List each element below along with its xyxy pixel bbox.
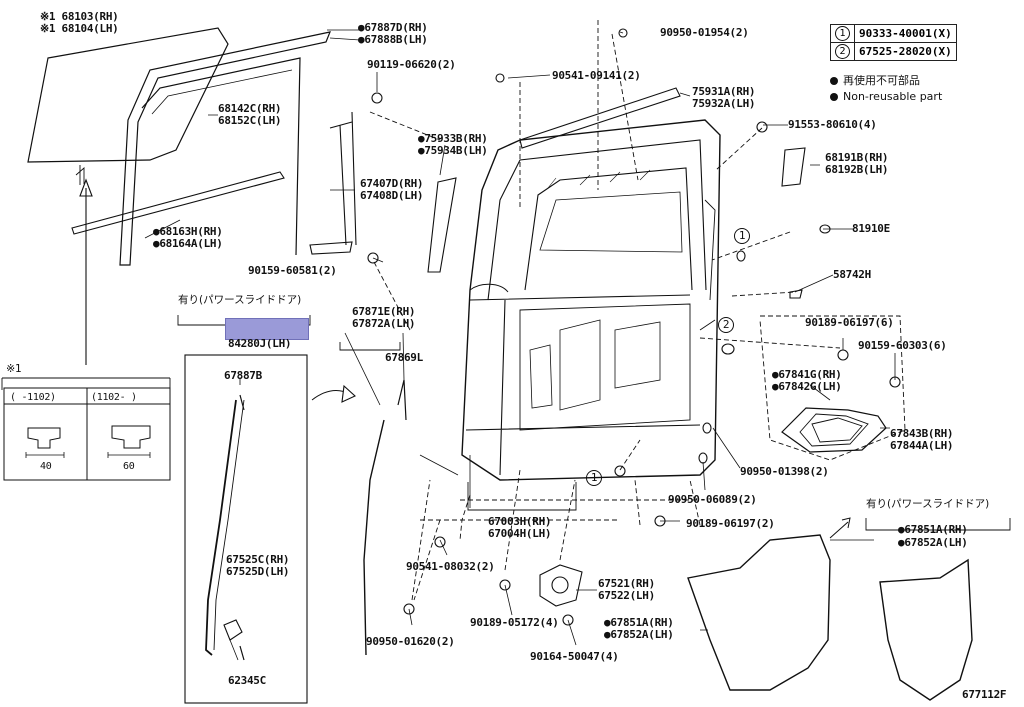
label-67887d: ●67887D(RH)	[358, 21, 428, 34]
label-90159-60581: 90159-60581(2)	[248, 264, 337, 277]
belt-moulding-shape	[71, 171, 285, 235]
callout-1-bottom: 1	[586, 470, 602, 486]
inset-col1: ( -1102)	[10, 392, 56, 403]
legend-table: 1 90333-40001(X) 2 67525-28020(X)	[830, 24, 957, 61]
glass-run-shape	[119, 31, 331, 266]
label-67888b: ●67888B(LH)	[358, 33, 428, 46]
door-trim-right-shape	[879, 558, 973, 701]
nonreusable-en-text: Non-reusable part	[843, 90, 943, 103]
figure-code: 677112F	[962, 688, 1007, 701]
label-67525d: 67525D(LH)	[226, 565, 290, 578]
label-68142c: 68142C(RH)	[218, 102, 282, 115]
label-67525c: 67525C(RH)	[226, 553, 290, 566]
bullet-icon	[830, 77, 838, 85]
label-68192b: 68192B(LH)	[825, 163, 889, 176]
legend-row: 1 90333-40001(X)	[830, 24, 957, 43]
label-67522: 67522(LH)	[598, 589, 655, 602]
label-90189-06197-2: 90189-06197(2)	[686, 517, 775, 530]
door-panel-shape	[461, 119, 721, 481]
label-90950-01620: 90950-01620(2)	[366, 635, 455, 648]
callout-2: 2	[718, 317, 734, 333]
label-67869l: 67869L	[385, 351, 423, 364]
label-90159-60303: 90159-60303(6)	[858, 339, 947, 352]
label-67407d: 67407D(RH)	[360, 177, 424, 190]
label-90950-01398: 90950-01398(2)	[740, 465, 829, 478]
label-67852a-right: ●67852A(LH)	[898, 536, 968, 549]
legend-mark-1: 1	[835, 26, 850, 41]
label-67872a: 67872A(LH)	[352, 317, 416, 330]
label-68152c: 68152C(LH)	[218, 114, 282, 127]
label-75934b: ●75934B(LH)	[418, 144, 488, 157]
label-68163h: ●68163H(RH)	[153, 225, 223, 238]
label-67871e: 67871E(RH)	[352, 305, 416, 318]
label-67521: 67521(RH)	[598, 577, 655, 590]
label-67844a: 67844A(LH)	[890, 439, 954, 452]
inset-dim-40: 40	[40, 461, 52, 472]
label-67003h: 67003H(RH)	[488, 515, 552, 528]
nonreusable-jp-text: 再使用不可部品	[843, 74, 920, 87]
label-90189-06197-6: 90189-06197(6)	[805, 316, 894, 329]
label-68103: ※1 68103(RH)	[40, 10, 119, 23]
label-power-slide-door-2: 有り(パワースライドドア)	[866, 498, 990, 510]
label-67851a-right: ●67851A(RH)	[898, 523, 968, 536]
inset-dim-60: 60	[123, 461, 135, 472]
label-67841g: ●67841G(RH)	[772, 368, 842, 381]
label-90189-05172: 90189-05172(4)	[470, 616, 559, 629]
label-67851a-left: ●67851A(RH)	[604, 616, 674, 629]
label-68164a: ●68164A(LH)	[153, 237, 223, 250]
label-81910e: 81910E	[852, 222, 890, 235]
label-58742h: 58742H	[833, 268, 871, 281]
door-glass-shape	[27, 27, 229, 163]
nonreusable-note-jp: 再使用不可部品	[830, 74, 920, 87]
inset-title: ※1	[6, 362, 22, 375]
label-90541-09141: 90541-09141(2)	[552, 69, 641, 82]
label-67852a-left: ●67852A(LH)	[604, 628, 674, 641]
label-90164-50047: 90164-50047(4)	[530, 650, 619, 663]
variant-box	[184, 354, 308, 704]
label-68104: ※1 68104(LH)	[40, 22, 119, 35]
door-trim-left-shape	[687, 534, 831, 691]
label-90541-08032: 90541-08032(2)	[406, 560, 495, 573]
label-62345c: 62345C	[228, 674, 266, 687]
label-90119-06620: 90119-06620(2)	[367, 58, 456, 71]
highlight-84280j	[225, 318, 309, 340]
label-91553-80610: 91553-80610(4)	[788, 118, 877, 131]
label-power-slide-door-1: 有り(パワースライドドア)	[178, 294, 302, 306]
inset-col2: (1102- )	[91, 392, 137, 403]
label-75932a: 75932A(LH)	[692, 97, 756, 110]
legend-row: 2 67525-28020(X)	[830, 42, 957, 61]
label-67887b: 67887B	[224, 369, 262, 382]
nonreusable-note-en: Non-reusable part	[830, 90, 942, 103]
label-68191b: 68191B(RH)	[825, 151, 889, 164]
label-75933b: ●75933B(RH)	[418, 132, 488, 145]
label-67408d: 67408D(LH)	[360, 189, 424, 202]
legend-part-1: 90333-40001(X)	[854, 24, 957, 43]
bullet-icon	[830, 93, 838, 101]
callout-1-top: 1	[734, 228, 750, 244]
label-75931a: 75931A(RH)	[692, 85, 756, 98]
label-90950-01954: 90950-01954(2)	[660, 26, 749, 39]
label-67842g: ●67842G(LH)	[772, 380, 842, 393]
label-90950-06089: 90950-06089(2)	[668, 493, 757, 506]
label-67004h: 67004H(LH)	[488, 527, 552, 540]
label-84280j: 84280J(LH)	[228, 337, 292, 350]
label-67843b: 67843B(RH)	[890, 427, 954, 440]
legend-part-2: 67525-28020(X)	[854, 42, 957, 61]
legend-mark-2: 2	[835, 44, 850, 59]
